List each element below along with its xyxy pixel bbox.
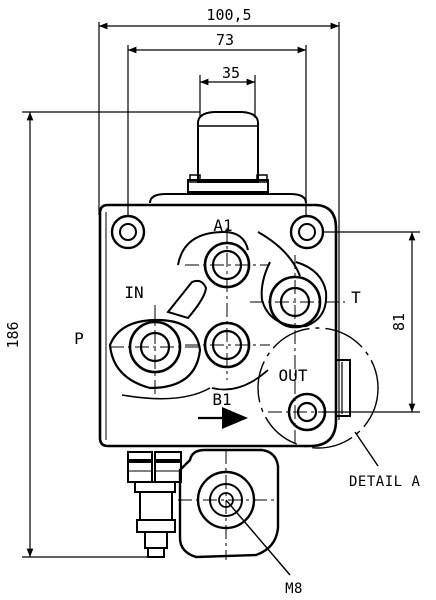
flow-arrow-icon xyxy=(198,407,248,429)
dim-spool-width: 35 xyxy=(222,64,240,82)
label-in: IN xyxy=(124,283,143,302)
label-t: T xyxy=(351,288,361,307)
label-out: OUT xyxy=(279,366,308,385)
label-thread: M8 xyxy=(285,581,303,597)
label-detail: DETAIL A xyxy=(349,474,421,490)
dim-overall-height: 186 xyxy=(4,321,22,348)
bottom-right-fitting xyxy=(178,448,280,559)
label-p: P xyxy=(74,329,84,348)
relief-plug xyxy=(335,359,351,417)
label-b1: B1 xyxy=(212,390,231,409)
dim-port-spacing: 81 xyxy=(390,313,408,331)
center-lines xyxy=(110,228,345,560)
mount-hole-top-left xyxy=(110,214,146,250)
dimension-lines xyxy=(22,22,420,558)
dim-mount-width: 73 xyxy=(216,31,234,49)
label-a1: A1 xyxy=(213,216,232,235)
mount-hole-top-right xyxy=(289,214,325,250)
detail-leader xyxy=(354,431,379,467)
thread-leader xyxy=(225,499,291,576)
valve-body xyxy=(98,203,351,448)
bottom-left-fitting xyxy=(127,451,182,558)
dim-overall-width: 100,5 xyxy=(206,6,251,24)
spool-cap xyxy=(149,111,307,204)
detail-circle xyxy=(257,327,379,449)
